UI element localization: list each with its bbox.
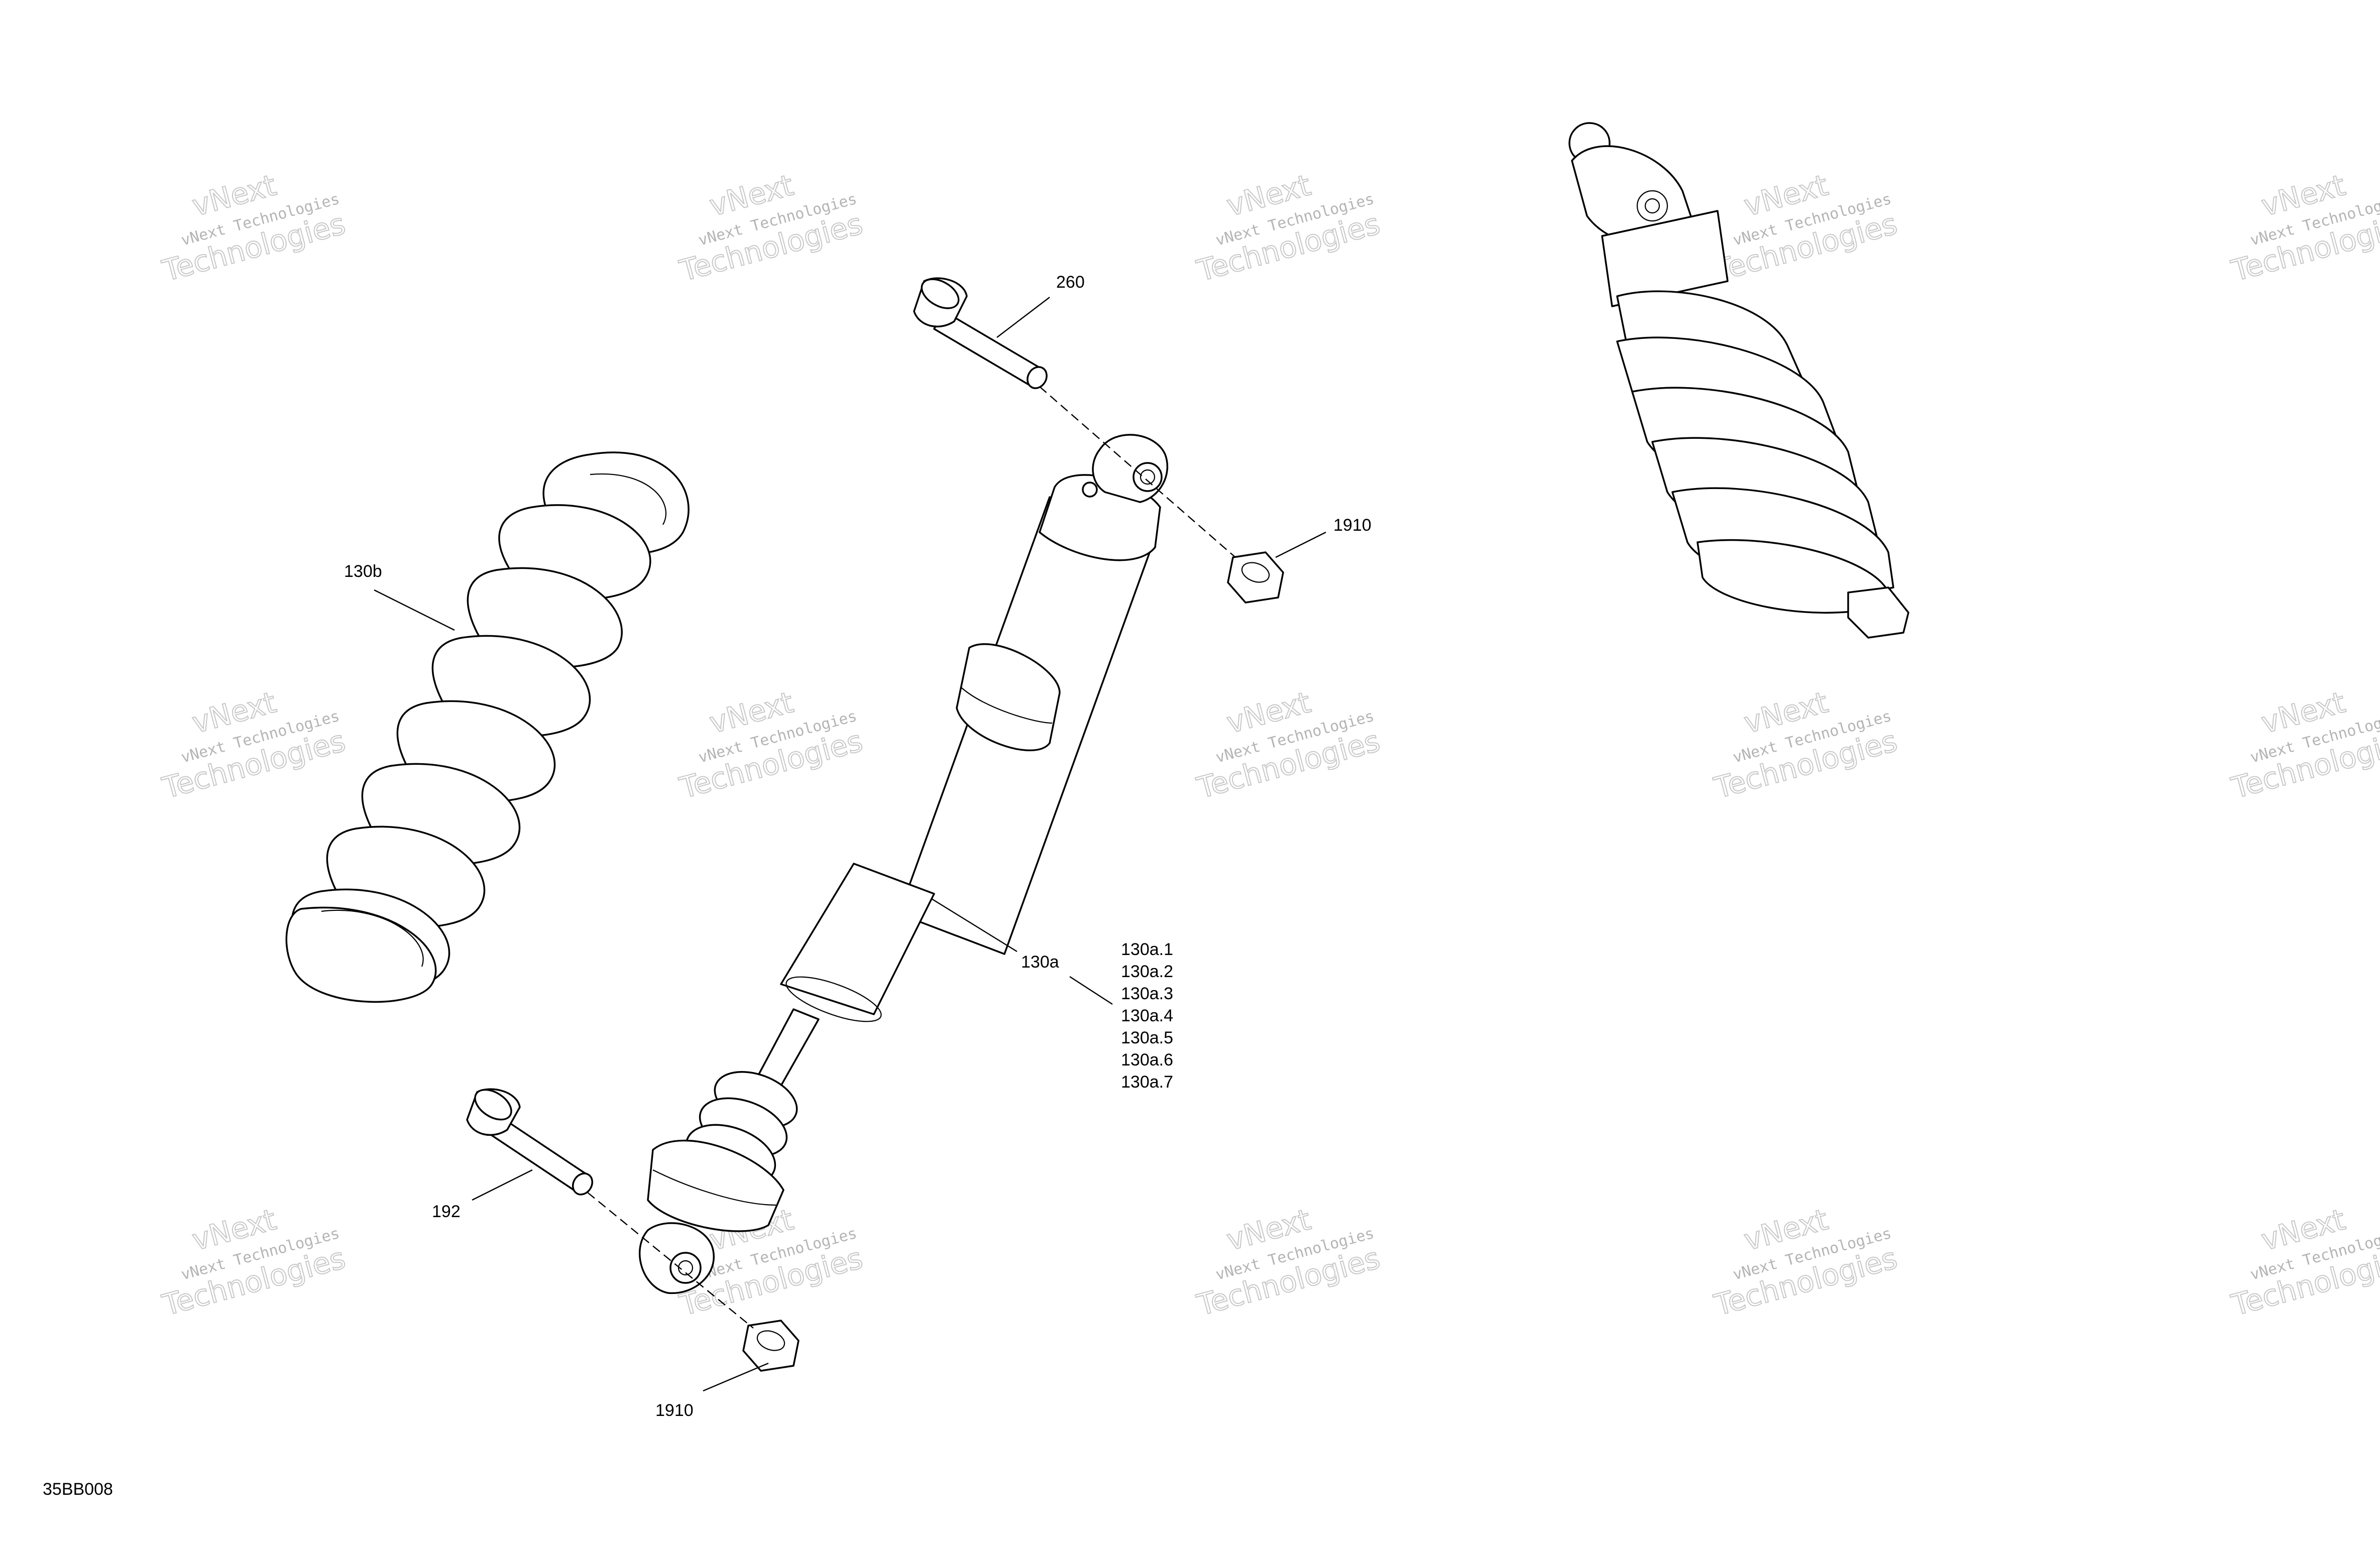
top-nut[interactable] (1227, 551, 1284, 604)
bottom-nut[interactable] (742, 1320, 800, 1372)
bottom-bolt[interactable] (466, 1084, 596, 1198)
callouts: 260 1910 130b 130a 130a.1 130a.2 130a.3 … (43, 273, 1372, 1499)
callout-260: 260 (1056, 273, 1085, 292)
coil-spring[interactable] (285, 451, 690, 1003)
callout-130a-7: 130a.7 (1121, 1073, 1173, 1092)
callout-130b: 130b (344, 562, 382, 581)
shock-absorber[interactable] (639, 434, 1169, 1294)
top-bolt[interactable] (913, 273, 1051, 392)
callout-130a: 130a (1021, 953, 1059, 972)
assembled-shock[interactable] (1568, 122, 1909, 639)
callout-130a-4: 130a.4 (1121, 1006, 1173, 1025)
callout-1910-top: 1910 (1333, 516, 1372, 535)
callout-130a-1: 130a.1 (1121, 940, 1173, 959)
leader-lines (374, 297, 1326, 1392)
callout-192: 192 (432, 1202, 461, 1221)
drawing-code: 35BB008 (43, 1480, 113, 1499)
callout-130a-6: 130a.6 (1121, 1050, 1173, 1070)
callout-130a-2: 130a.2 (1121, 962, 1173, 981)
callout-130a-5: 130a.5 (1121, 1028, 1173, 1047)
callout-130a-3: 130a.3 (1121, 984, 1173, 1003)
callout-1910-bottom: 1910 (655, 1401, 694, 1420)
